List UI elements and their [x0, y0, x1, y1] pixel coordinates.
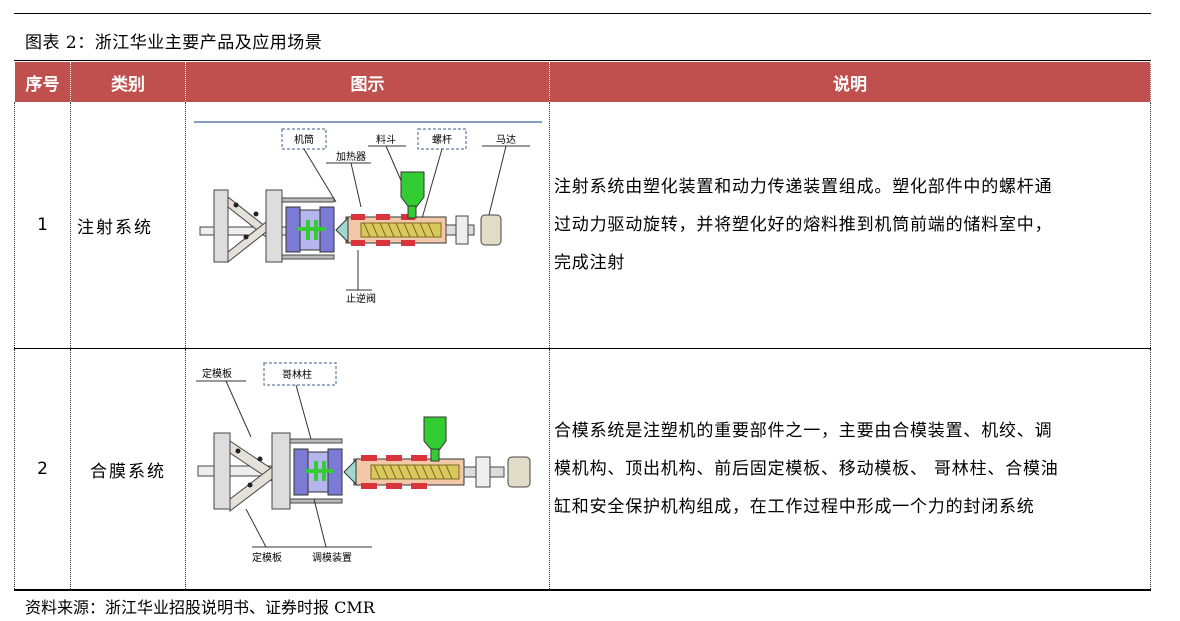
label-check-valve: 止逆阀: [346, 292, 376, 305]
label-screw: 螺杆: [432, 134, 452, 146]
header-figure: 图示: [185, 62, 550, 102]
table-header-row: 序号 类别 图示 说明: [14, 62, 1151, 102]
description-line: 过动力驱动旋转，并将塑化好的熔料推到机筒前端的储料室中，: [554, 215, 1053, 235]
injection-system-diagram: 机筒 料斗 螺杆 马达 加热器: [185, 102, 550, 349]
header-index: 序号: [14, 62, 71, 102]
description-line: 缸和安全保护机构组成，在工作过程中形成一个力的封闭系统: [554, 497, 1035, 517]
clamping-system-diagram: 定模板 哥林柱: [185, 348, 550, 590]
caption-rule: [14, 60, 1151, 61]
header-category: 类别: [70, 62, 186, 102]
row-description: 合模系统是注塑机的重要部件之一，主要由合模装置、机绞、调 模机构、顶出机构、前后…: [549, 348, 1151, 590]
header-description: 说明: [549, 62, 1151, 102]
label-tie-bar: 哥林柱: [282, 368, 312, 381]
row-index: 2: [14, 348, 71, 590]
label-motor: 马达: [496, 134, 516, 146]
table-row: 1 注射系统 机筒 料斗 螺杆 马达 加热器: [14, 102, 1151, 349]
description-line: 合模系统是注塑机的重要部件之一，主要由合模装置、机绞、调: [554, 421, 1053, 441]
clamping-diagram-svg: 定模板 哥林柱: [196, 362, 531, 564]
source-note: 资料来源：浙江华业招股说明书、证券时报 CMR: [25, 598, 375, 617]
label-hopper: 料斗: [376, 133, 396, 146]
top-rule: [14, 13, 1151, 14]
figure-caption: 图表 2：浙江华业主要产品及应用场景: [25, 33, 323, 53]
products-table: 序号 类别 图示 说明 1 注射系统 机筒 料斗 螺杆 马达 加热器: [14, 62, 1151, 591]
description-line: 模机构、顶出机构、前后固定模板、移动模板、 哥林柱、合模油: [554, 459, 1059, 479]
label-fixed-platen-top: 定模板: [202, 367, 232, 380]
description-line: 完成注射: [554, 253, 626, 273]
injection-diagram-svg: 机筒 料斗 螺杆 马达 加热器: [194, 121, 542, 305]
label-heater: 加热器: [336, 150, 366, 163]
row-index: 1: [14, 102, 71, 349]
table-row: 2 合膜系统 定模板 哥林柱: [14, 348, 1151, 590]
label-barrel: 机筒: [294, 133, 314, 146]
label-mold-adjust: 调模装置: [312, 551, 352, 564]
label-fixed-platen-bottom: 定模板: [252, 551, 282, 564]
row-category: 合膜系统: [70, 348, 186, 590]
description-line: 注射系统由塑化装置和动力传递装置组成。塑化部件中的螺杆通: [554, 177, 1053, 197]
row-category: 注射系统: [70, 102, 186, 349]
row-description: 注射系统由塑化装置和动力传递装置组成。塑化部件中的螺杆通 过动力驱动旋转，并将塑…: [549, 102, 1151, 349]
